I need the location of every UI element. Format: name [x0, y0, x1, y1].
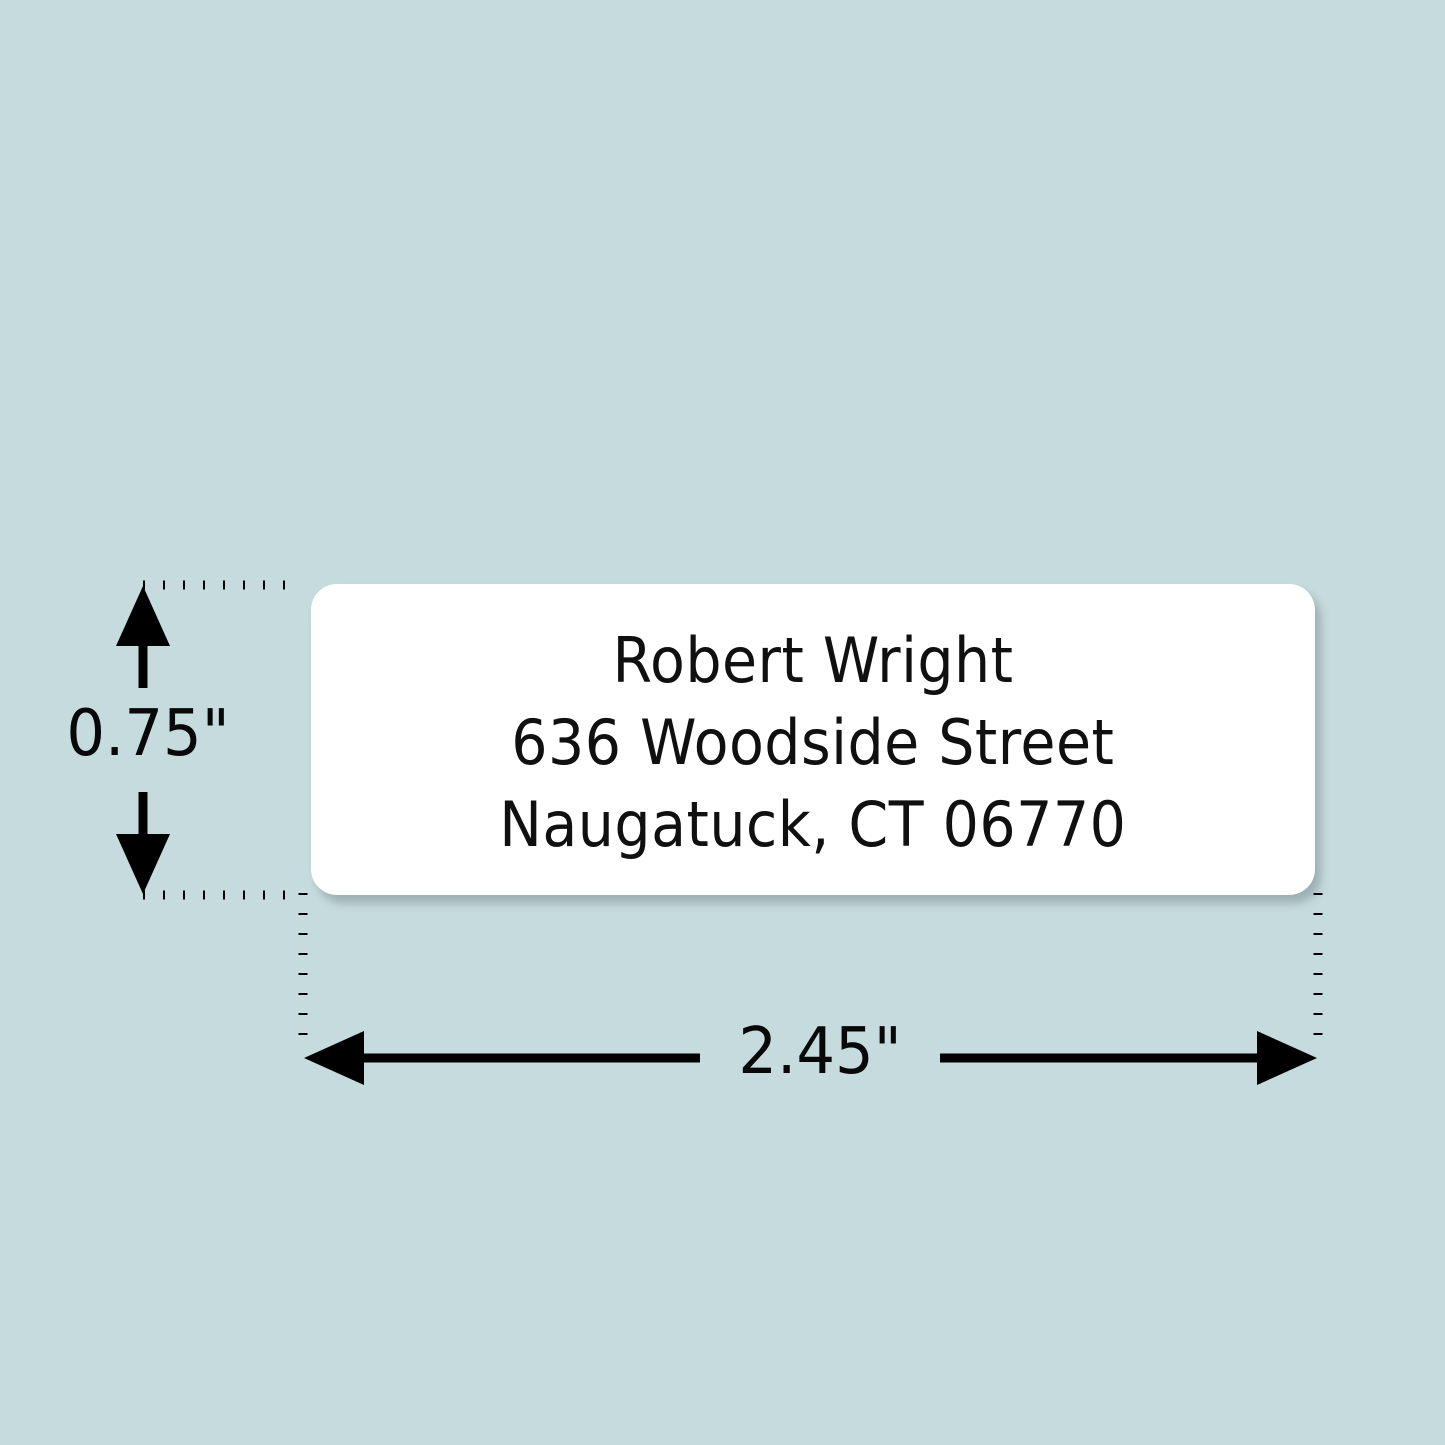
- label-street-line: 636 Woodside Street: [511, 705, 1115, 779]
- label-name-line: Robert Wright: [612, 623, 1014, 697]
- label-city-state-zip-line: Naugatuck, CT 06770: [499, 787, 1127, 861]
- address-label-card: Robert Wright 636 Woodside Street Naugat…: [311, 584, 1315, 895]
- width-dimension-label: 2.45": [738, 1015, 902, 1089]
- height-dimension-label: 0.75": [66, 697, 230, 771]
